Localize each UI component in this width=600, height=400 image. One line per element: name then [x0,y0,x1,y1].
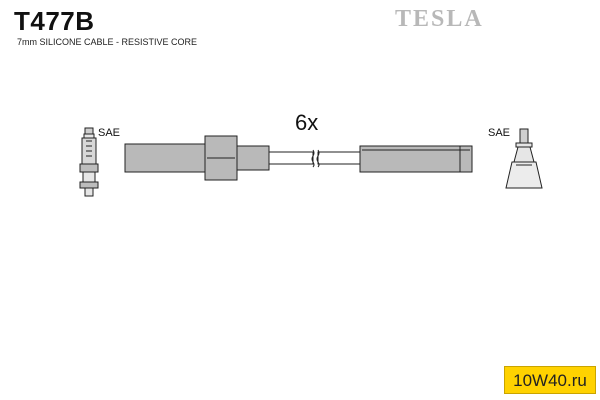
right-terminal-label: SAE [488,127,511,139]
left-terminal-label: SAE [98,127,121,139]
cable-boot-left [124,135,270,181]
cable-boot-right [359,145,473,173]
part-number-title: T477B [14,6,95,36]
cable-wire [268,149,361,168]
brand-logo: TESLA [395,6,484,32]
quantity-label: 6x [295,110,319,135]
distributor-terminal-right [505,128,543,189]
site-watermark: 10W40.ru [504,366,596,394]
cable-description: 7mm SILICONE CABLE - RESISTIVE CORE [17,37,198,47]
spark-plug-terminal-left [79,127,99,197]
